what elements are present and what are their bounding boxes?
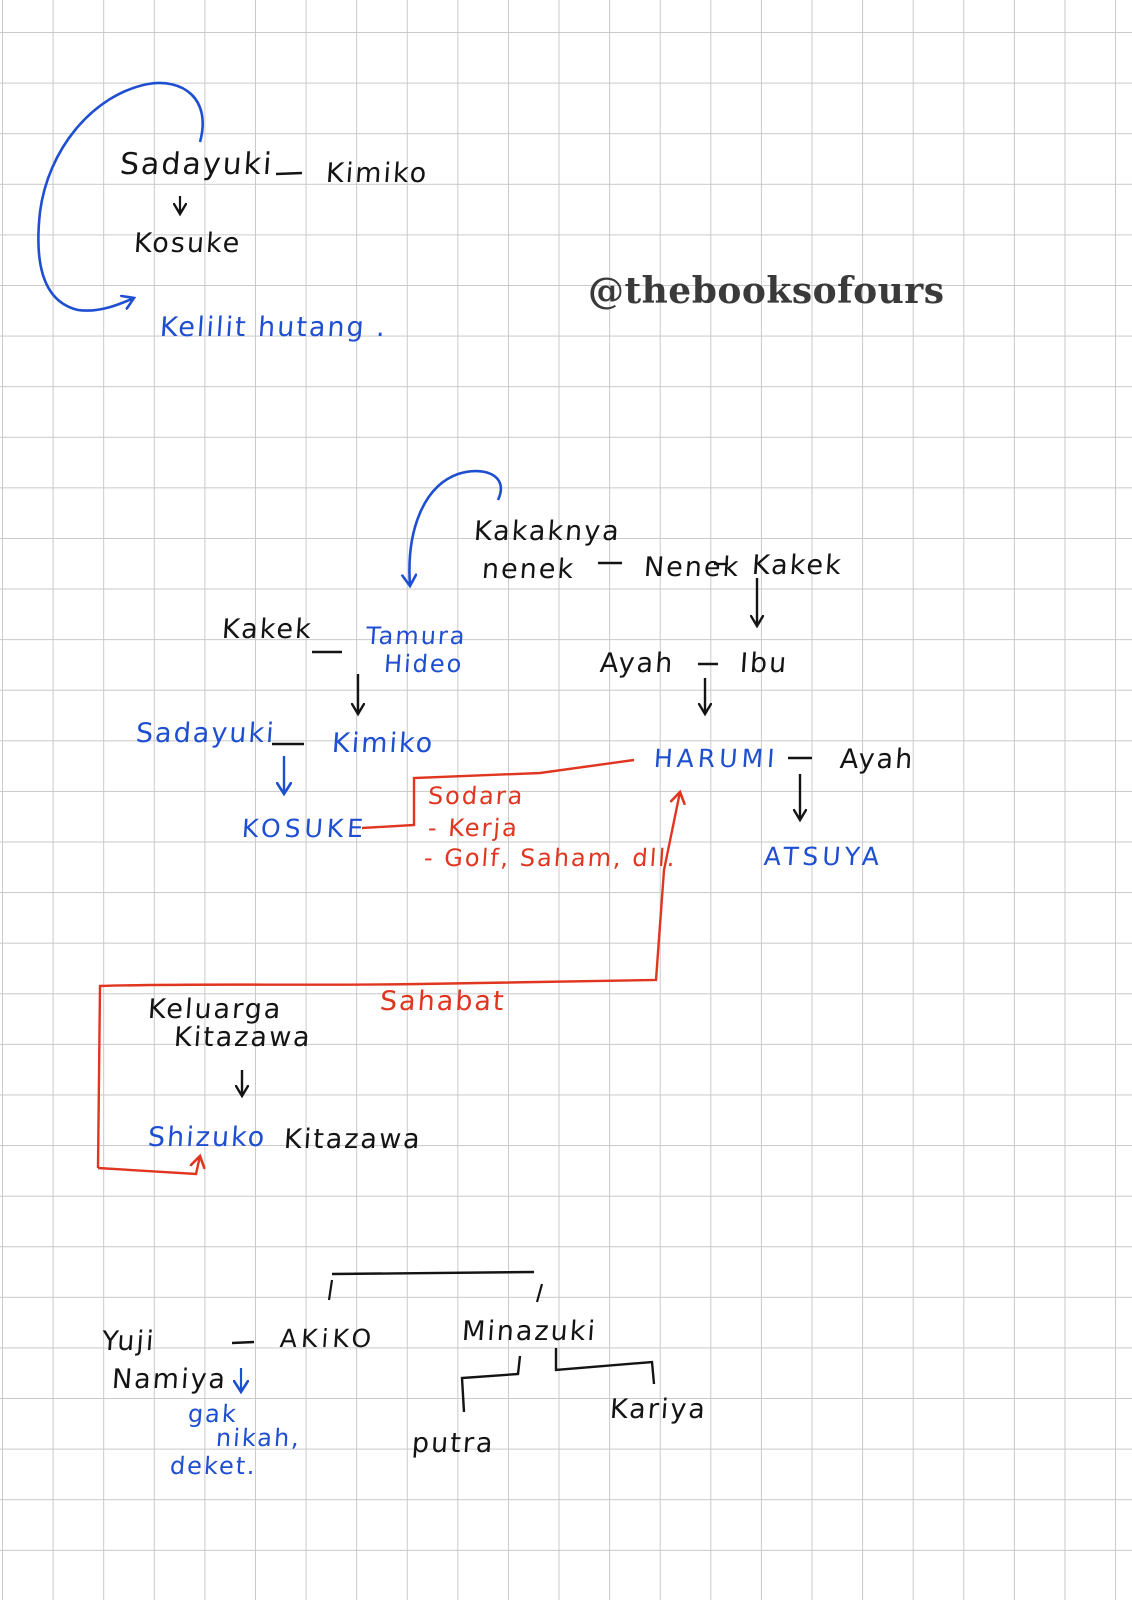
- node-atsuya: ATSUYA: [762, 842, 885, 871]
- note-sodara: Sodara: [427, 782, 526, 810]
- node-namiya: Namiya: [110, 1364, 229, 1395]
- node-keluarga: Keluarga: [146, 994, 284, 1025]
- label-sahabat: Sahabat: [378, 986, 507, 1017]
- node-yuji: Yuji: [100, 1326, 157, 1357]
- node-kariya: Kariya: [608, 1394, 708, 1425]
- note-gak: gak: [187, 1400, 239, 1428]
- sodara-bracket-line: [361, 758, 635, 830]
- node-nenek: Nenek: [642, 552, 742, 583]
- child-line-putra: [460, 1355, 522, 1413]
- node-ayah-spouse: Ayah: [838, 744, 916, 775]
- loop-arrow-middle: [409, 469, 503, 586]
- note-nikah: nikah,: [215, 1424, 302, 1452]
- node-kakek-left: Kakek: [220, 614, 314, 645]
- note-deket: deket.: [169, 1452, 258, 1480]
- sibling-tick-minazuki: [535, 1283, 544, 1303]
- node-minazuki: Minazuki: [460, 1316, 598, 1347]
- node-shizuko: Shizuko: [146, 1122, 268, 1153]
- marriage-line-top: [275, 171, 303, 176]
- note-golf-saham: - Golf, Saham, dll.: [423, 844, 678, 872]
- node-kosuke: KOSUKE: [240, 814, 369, 843]
- node-akiko: AKiKO: [278, 1324, 377, 1353]
- node-kimiko-top: Kimiko: [324, 158, 430, 189]
- node-kakek-right: Kakek: [750, 550, 844, 581]
- sahabat-bottom-line: [97, 1156, 200, 1176]
- node-sadayuki: Sadayuki: [134, 718, 277, 749]
- node-sadayuki-top: Sadayuki: [118, 147, 275, 182]
- node-ibu: Ibu: [738, 648, 790, 679]
- node-ayah-parent: Ayah: [598, 648, 676, 679]
- node-shizuko-kitazawa: Kitazawa: [282, 1124, 423, 1155]
- node-hideo: Hideo: [383, 650, 465, 678]
- node-kimiko: Kimiko: [330, 728, 436, 759]
- node-kosuke-top: Kosuke: [132, 228, 243, 259]
- node-putra: putra: [410, 1428, 496, 1459]
- loop-arrow-top: [37, 81, 204, 312]
- node-tamura: Tamura: [365, 622, 468, 650]
- note-kerja: - Kerja: [427, 814, 520, 842]
- child-line-kariya: [554, 1348, 656, 1385]
- node-harumi: HARUMI: [652, 744, 780, 773]
- node-nenek-lower: nenek: [480, 554, 577, 585]
- sahabat-line: [96, 792, 680, 1169]
- sibling-bar: [331, 1270, 535, 1276]
- watermark-handle: @thebooksofours: [588, 270, 945, 312]
- node-kakaknya: Kakaknya: [472, 516, 622, 547]
- sibling-tick-akiko: [327, 1279, 334, 1301]
- node-keluarga-kitazawa: Kitazawa: [172, 1022, 313, 1053]
- marriage-line-yuji-akiko: [231, 1340, 255, 1345]
- note-kelilit-hutang: Kelilit hutang .: [158, 312, 389, 343]
